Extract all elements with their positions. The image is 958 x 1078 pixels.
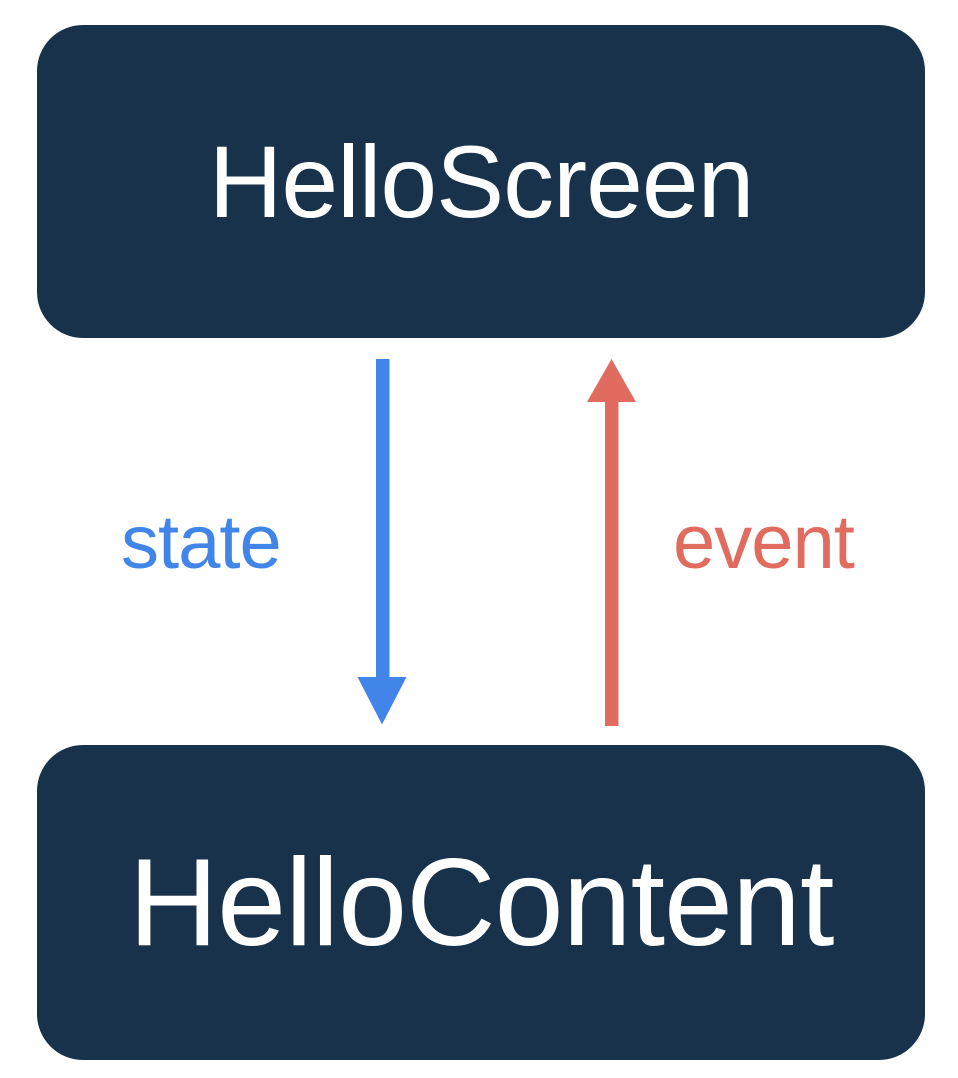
node-hello-screen[interactable]: HelloScreen	[37, 25, 925, 338]
node-hello-content[interactable]: HelloContent	[37, 745, 925, 1060]
node-hello-content-label: HelloContent	[128, 833, 835, 972]
state-arrow[interactable]	[357, 359, 407, 725]
event-arrow-head	[587, 359, 636, 402]
state-arrow-shaft	[376, 359, 390, 678]
event-arrow[interactable]	[587, 359, 636, 726]
edge-label-event: event	[673, 500, 855, 585]
edge-label-state: state	[121, 500, 282, 585]
state-arrow-head	[357, 677, 407, 725]
node-hello-screen-label: HelloScreen	[208, 124, 755, 239]
event-arrow-shaft	[605, 400, 619, 726]
